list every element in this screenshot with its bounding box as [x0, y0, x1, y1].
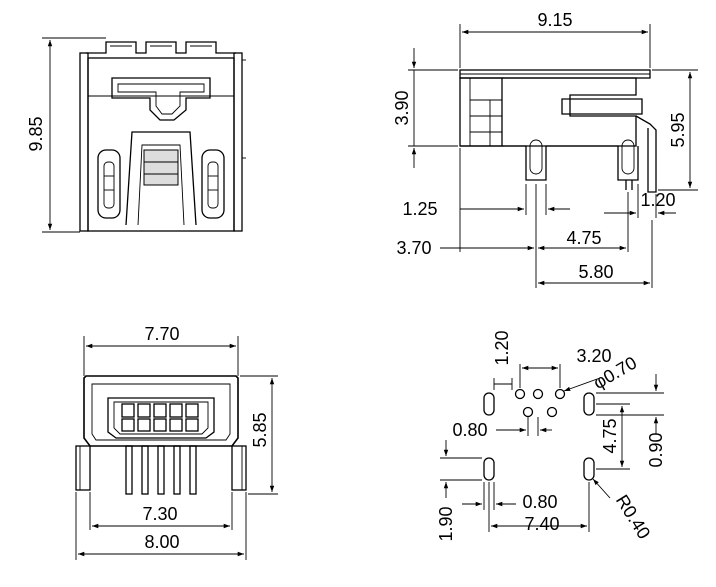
bottom-total-width-dim: 8.00: [144, 532, 179, 552]
pcb-slot-height-dim: 1.90: [436, 506, 456, 541]
pcb-pitch-dim: 0.80: [452, 420, 487, 440]
pcb-slot-span-dim: 7.40: [524, 514, 559, 534]
pcb-top-offset-dim: 1.20: [492, 330, 512, 365]
side-offset-dim: 3.70: [396, 238, 431, 258]
side-total-height-dim: 5.95: [668, 112, 688, 147]
pcb-pad-span-dim: 3.20: [576, 346, 611, 366]
pcb-radius-dim: R0.40: [612, 491, 654, 542]
side-pin-span-dim: 5.80: [578, 262, 613, 282]
side-body-height-dim: 3.90: [392, 90, 412, 125]
bottom-height-dim: 5.85: [250, 412, 270, 447]
bottom-outer-width-dim: 7.70: [144, 324, 179, 344]
front-view: 9.85: [26, 37, 246, 233]
pcb-layout: 1.20 3.20 φ0.70 0.80 4.75 0.90 0.80: [436, 330, 666, 542]
side-view: 9.15 3.90 5.95 1.25 1.20 3.70 4.75: [392, 10, 698, 288]
pcb-slot-pitch-dim: 0.80: [522, 492, 557, 512]
bottom-inner-width-dim: 7.30: [142, 504, 177, 524]
pcb-pad-pitch-dim: 4.75: [600, 418, 620, 453]
front-height-dim: 9.85: [26, 116, 46, 151]
side-pin-spacing-dim: 4.75: [566, 228, 601, 248]
pcb-pad-height-dim: 0.90: [646, 432, 666, 467]
bottom-view: 7.70 5.85 7.30 8.00: [75, 324, 278, 560]
side-rear-pin-dim: 1.20: [640, 190, 675, 210]
side-width-dim: 9.15: [537, 10, 572, 30]
side-pin-width-dim: 1.25: [402, 199, 437, 219]
